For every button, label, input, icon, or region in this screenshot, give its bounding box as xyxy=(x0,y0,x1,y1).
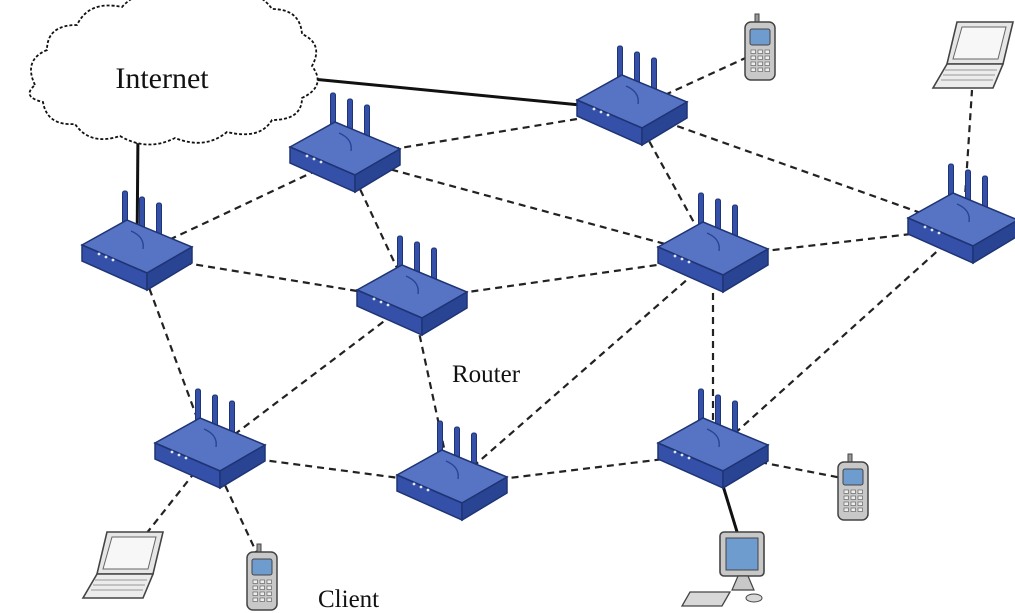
router-label: Router xyxy=(452,361,521,388)
wireless-router-icon-r3 xyxy=(575,45,689,147)
client-label: Client xyxy=(318,586,379,613)
link-r3-phone1 xyxy=(631,54,753,111)
mobile-phone-icon-phone1 xyxy=(744,13,776,81)
wireless-router-icon-r7 xyxy=(395,420,509,522)
wireless-router-icon-r9 xyxy=(906,163,1015,265)
wireless-router-icon-r8 xyxy=(656,388,770,490)
mobile-phone-icon-phone2 xyxy=(837,453,869,521)
wireless-router-icon-r6 xyxy=(153,388,267,490)
link-r3-r9 xyxy=(631,108,964,230)
link-r4-r6 xyxy=(209,299,413,454)
wireless-router-icon-r5 xyxy=(656,192,770,294)
internet-label: Internet xyxy=(115,62,209,95)
link-r8-phone2 xyxy=(712,451,843,480)
link-r2-r5 xyxy=(344,155,714,259)
desktop-computer-icon-desktop1 xyxy=(680,531,765,607)
link-r5-r7 xyxy=(451,256,714,486)
wireless-router-icon-r1 xyxy=(80,190,194,292)
cloud-icon xyxy=(28,0,319,146)
wireless-router-icon-r2 xyxy=(288,92,402,194)
link-r6-phone3 xyxy=(209,452,261,561)
wireless-router-icon-r4 xyxy=(355,235,469,337)
link-r9-r8 xyxy=(712,227,964,454)
labels-layer: Internet Router Client xyxy=(115,62,520,613)
laptop-icon-laptop2 xyxy=(81,531,165,599)
mobile-phone-icon-phone3 xyxy=(246,543,278,611)
nodes-layer xyxy=(28,0,1015,611)
laptop-icon-laptop1 xyxy=(931,21,1015,89)
